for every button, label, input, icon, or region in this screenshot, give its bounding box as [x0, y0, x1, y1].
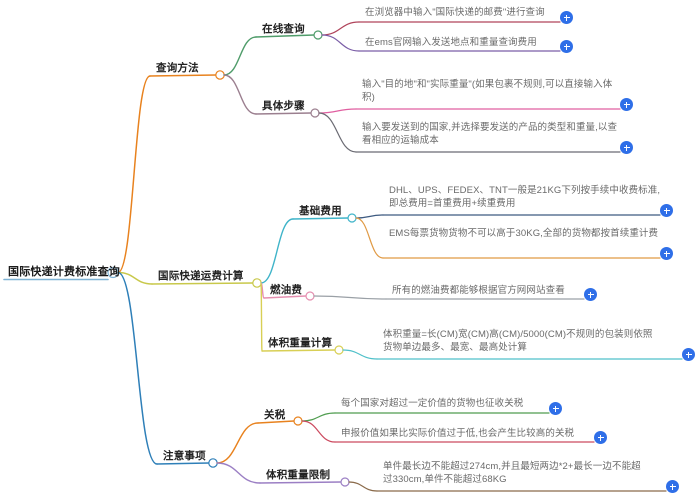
- expand-button-1-2-2[interactable]: [621, 142, 632, 153]
- leaf-text-1-1-2: 在ems官网输入发送地点和重量查询费用: [365, 37, 537, 48]
- expand-button-1-2-1[interactable]: [621, 99, 632, 110]
- leaf-text-2-2-1: 所有的燃油费都能够根据官方网网站查看: [392, 285, 565, 296]
- expand-button-2-1-2[interactable]: [661, 248, 672, 259]
- root-node-label: 国际快递计费标准查询: [8, 266, 120, 278]
- expand-button-3-2-1[interactable]: [667, 481, 678, 492]
- leaf-text-2-3-1: 体积重量=长(CM)宽(CM)高(CM)/5000(CM)不规则的包装则依照货物…: [383, 329, 653, 353]
- leaf-text-1-2-1: 输入"目的地"和"实际重量"(如果包裹不规则,可以直接输入体积): [362, 79, 613, 103]
- subtopic-label-3-2[interactable]: 体积重量限制: [266, 469, 331, 481]
- branch-label-3[interactable]: 注意事项: [163, 450, 206, 462]
- leaf-text-3-1-2: 申报价值如果比实际价值过于低,也会产生比较高的关税: [341, 428, 575, 439]
- expand-button-3-1-2[interactable]: [595, 432, 606, 443]
- leaf-text-1-1-1: 在浏览器中输入"国际快递的邮费"进行查询: [365, 7, 545, 18]
- leaf-text-3-2-1: 单件最长边不能超过274cm,并且最短两边*2+最长一边不能超过330cm,单件…: [383, 461, 641, 485]
- subtopic-label-1-1[interactable]: 在线查询: [262, 23, 305, 35]
- subtopic-label-2-2[interactable]: 燃油费: [270, 284, 303, 296]
- expand-button-1-1-2[interactable]: [561, 41, 572, 52]
- leaf-text-1-2-2: 输入要发送到的国家,并选择要发送的产品的类型和重量,以查看相应的运输成本: [362, 122, 618, 146]
- expand-button-3-1-1[interactable]: [550, 403, 561, 414]
- expand-button-2-1-1[interactable]: [661, 205, 672, 216]
- subtopic-label-2-3[interactable]: 体积重量计算: [268, 337, 333, 349]
- expand-button-2-2-1[interactable]: [585, 289, 596, 300]
- subtopic-label-2-1[interactable]: 基础费用: [299, 205, 342, 217]
- leaf-text-2-1-1: DHL、UPS、FEDEX、TNT一般是21KG下列按手续中收费标准,即总费用=…: [389, 185, 661, 209]
- leaf-text-3-1-1: 每个国家对超过一定价值的货物也征收关税: [341, 398, 524, 409]
- subtopic-label-3-1[interactable]: 关税: [264, 409, 286, 421]
- subtopic-label-1-2[interactable]: 具体步骤: [262, 100, 305, 112]
- expand-button-1-1-1[interactable]: [561, 12, 572, 23]
- expand-button-2-3-1[interactable]: [683, 349, 694, 360]
- branch-label-1[interactable]: 查询方法: [156, 62, 199, 74]
- branch-label-2[interactable]: 国际快递运费计算: [158, 270, 244, 282]
- leaf-text-2-1-2: EMS每票货物货物不可以高于30KG,全部的货物都按首续重计费: [389, 228, 659, 239]
